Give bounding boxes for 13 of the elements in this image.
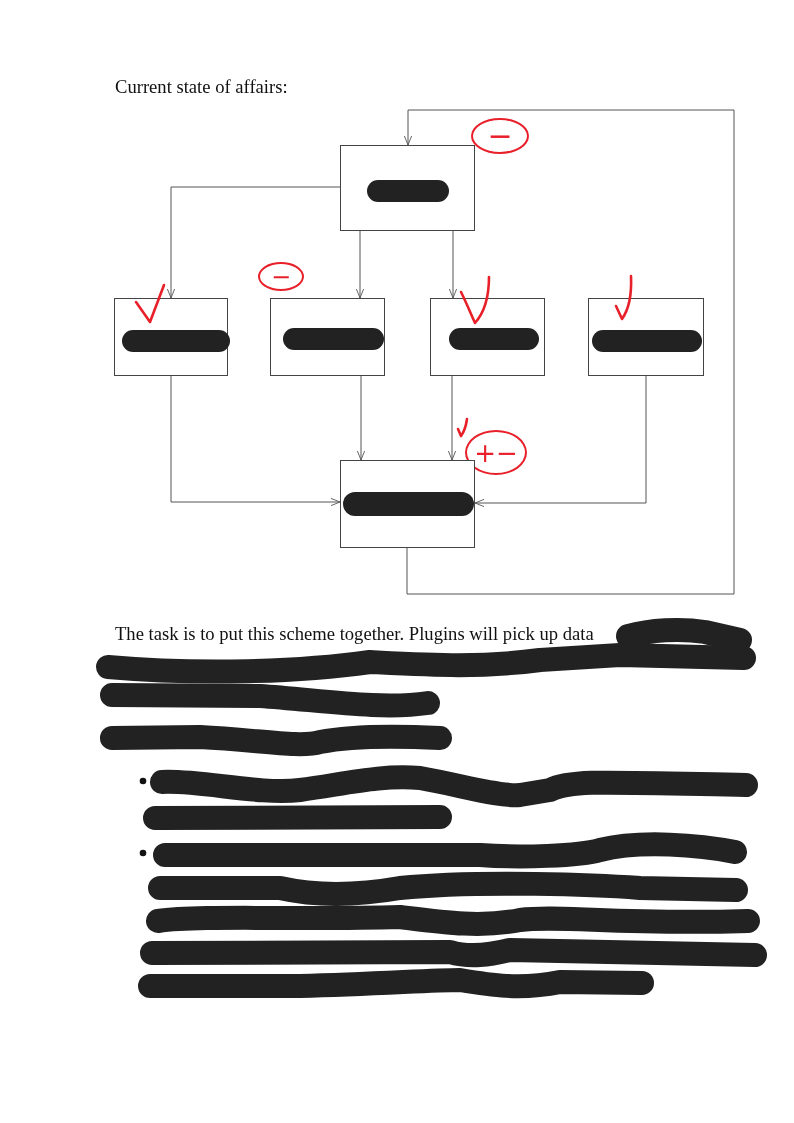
intro-text: Current state of affairs: — [115, 76, 288, 97]
process-box — [340, 460, 475, 548]
annotation-text: − — [487, 121, 513, 151]
process-box — [270, 298, 385, 376]
body-text: The task is to put this scheme together. Plugins will pick up data — [115, 623, 594, 644]
process-box — [430, 298, 545, 376]
process-box — [340, 145, 475, 231]
process-box — [588, 298, 704, 376]
annotation-text: +− — [474, 439, 518, 466]
circled-note — [471, 118, 529, 154]
annotation-text: − — [270, 264, 292, 289]
process-box — [114, 298, 228, 376]
circled-note — [258, 262, 304, 291]
